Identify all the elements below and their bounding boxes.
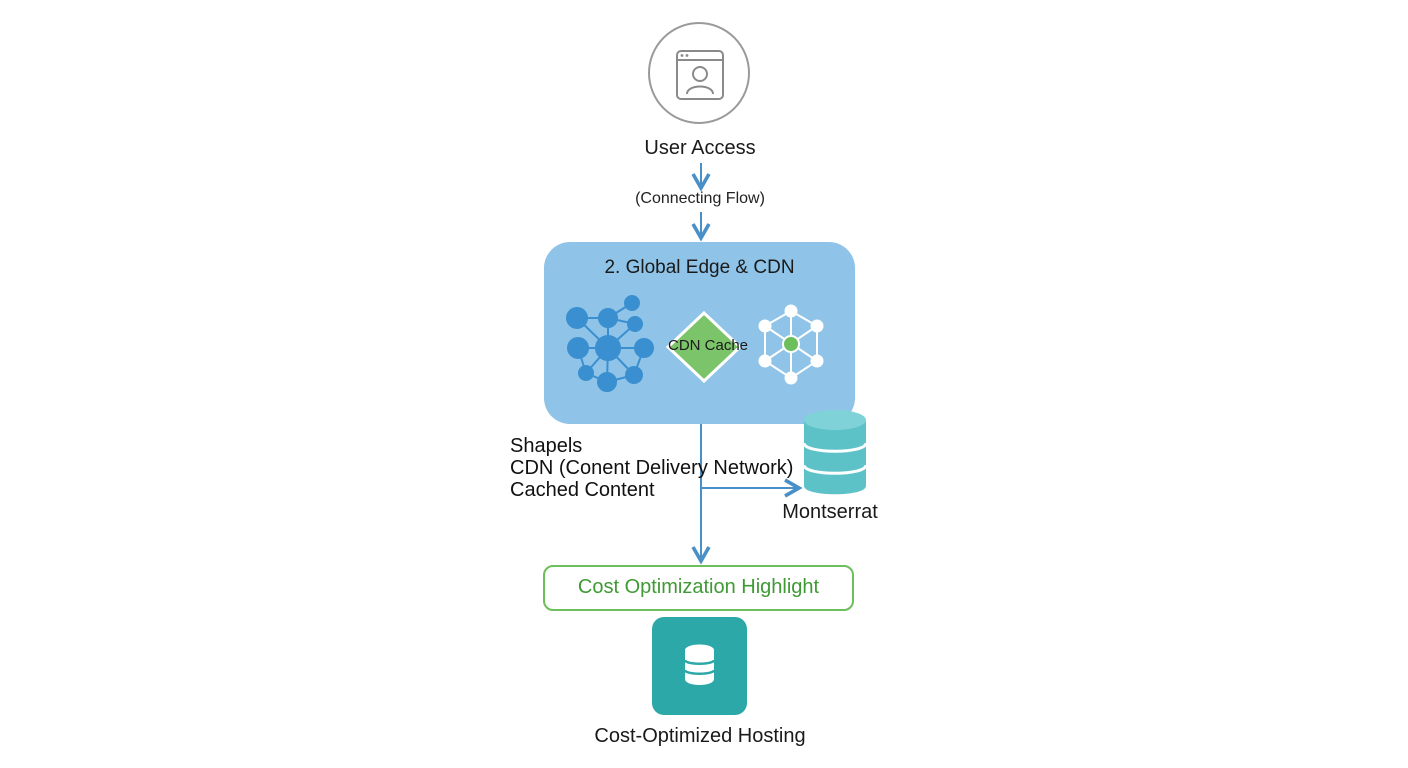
annotation-line-1: Shapels	[510, 435, 583, 457]
cdn-cache-diamond-icon	[665, 310, 743, 384]
database-cylinder-icon	[802, 410, 868, 495]
hexagon-network-icon	[758, 304, 824, 385]
cost-optimization-label: Cost Optimization Highlight	[577, 576, 820, 598]
cdn-annotation: Shapels CDN (Conent Delivery Network) Ca…	[510, 435, 793, 501]
cdn-cache-label: CDN Cache	[667, 337, 749, 354]
cost-optimization-box	[543, 565, 854, 611]
annotation-line-2: CDN (Conent Delivery Network)	[510, 457, 794, 479]
edge-cdn-title: 2. Global Edge & CDN	[604, 257, 795, 278]
cost-optimized-hosting-node	[652, 617, 747, 715]
database-icon	[683, 644, 716, 685]
user-browser-icon	[676, 50, 724, 100]
user-access-node	[648, 22, 750, 124]
annotation-line-3: Cached Content	[510, 479, 655, 501]
network-mesh-icon	[566, 295, 654, 392]
connecting-flow-label: (Connecting Flow)	[635, 190, 765, 207]
cost-optimized-hosting-label: Cost-Optimized Hosting	[594, 725, 806, 747]
database-label: Montserrat	[782, 501, 878, 523]
user-access-label: User Access	[644, 137, 756, 159]
